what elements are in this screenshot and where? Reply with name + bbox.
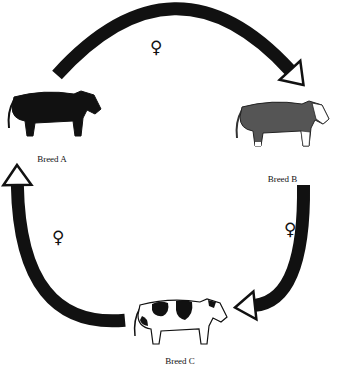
breed-label: Breed A [2,154,102,165]
open-arrowhead [280,61,304,85]
black-bull [9,91,101,136]
female-symbol: ♀ [150,38,162,56]
open-arrowhead [235,291,256,319]
breeding-arrow [3,165,125,321]
breed-node: Breed C [125,282,235,367]
breed-label: Breed C [125,356,235,367]
breed-label: Breed B [230,174,335,185]
white-faced-bull [237,101,329,146]
open-arrowhead [3,165,31,185]
female-symbol: ♀ [52,228,64,246]
female-symbol: ♀ [284,220,296,238]
arrow-band [17,185,125,321]
breeding-arrow [57,9,304,85]
arrow-band [57,9,290,75]
breed-node: Breed B [230,85,335,185]
breeding-arrow [235,185,304,319]
arrow-band [255,185,304,305]
spotted-bull [135,299,227,344]
breed-node: Breed A [2,75,102,165]
